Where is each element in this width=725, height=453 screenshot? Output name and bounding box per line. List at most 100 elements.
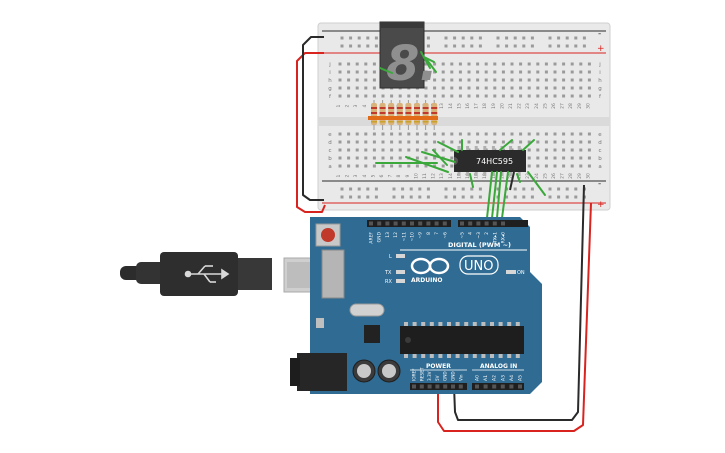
breadboard-hole[interactable] — [544, 94, 548, 98]
breadboard-hole[interactable] — [338, 86, 342, 90]
breadboard-hole[interactable] — [458, 62, 462, 66]
rail-hole[interactable] — [513, 187, 517, 191]
breadboard-hole[interactable] — [364, 156, 368, 160]
breadboard-hole[interactable] — [398, 156, 402, 160]
breadboard-hole[interactable] — [441, 140, 445, 144]
breadboard-hole[interactable] — [433, 94, 437, 98]
breadboard-hole[interactable] — [553, 78, 557, 82]
breadboard-hole[interactable] — [579, 132, 583, 136]
breadboard-hole[interactable] — [450, 156, 454, 160]
breadboard-hole[interactable] — [390, 148, 394, 152]
breadboard-hole[interactable] — [587, 164, 591, 168]
rail-hole[interactable] — [530, 36, 534, 40]
breadboard-hole[interactable] — [536, 94, 540, 98]
rail-hole[interactable] — [340, 36, 344, 40]
breadboard-hole[interactable] — [527, 164, 531, 168]
breadboard-hole[interactable] — [536, 132, 540, 136]
rail-hole[interactable] — [444, 195, 448, 199]
header-pin[interactable] — [393, 221, 398, 226]
header-pin[interactable] — [426, 221, 431, 226]
rail-hole[interactable] — [418, 187, 422, 191]
breadboard-hole[interactable] — [433, 132, 437, 136]
breadboard-hole[interactable] — [536, 156, 540, 160]
breadboard-hole[interactable] — [398, 140, 402, 144]
breadboard-hole[interactable] — [415, 148, 419, 152]
breadboard-hole[interactable] — [562, 94, 566, 98]
rail-hole[interactable] — [470, 44, 474, 48]
breadboard-hole[interactable] — [544, 86, 548, 90]
header-pin[interactable] — [410, 221, 414, 226]
rail-hole[interactable] — [461, 44, 465, 48]
breadboard-hole[interactable] — [553, 148, 557, 152]
breadboard-hole[interactable] — [544, 156, 548, 160]
breadboard-hole[interactable] — [527, 132, 531, 136]
breadboard-hole[interactable] — [347, 86, 351, 90]
header-pin[interactable] — [492, 221, 497, 226]
rail-hole[interactable] — [478, 44, 482, 48]
breadboard-hole[interactable] — [355, 94, 359, 98]
breadboard-hole[interactable] — [501, 78, 505, 82]
rail-hole[interactable] — [392, 187, 396, 191]
breadboard-hole[interactable] — [467, 62, 471, 66]
breadboard-hole[interactable] — [372, 140, 376, 144]
rail-hole[interactable] — [557, 36, 561, 40]
rail-hole[interactable] — [496, 44, 500, 48]
breadboard-hole[interactable] — [381, 132, 385, 136]
breadboard-hole[interactable] — [544, 78, 548, 82]
breadboard-hole[interactable] — [587, 140, 591, 144]
breadboard-hole[interactable] — [562, 62, 566, 66]
rail-hole[interactable] — [340, 44, 344, 48]
breadboard-hole[interactable] — [562, 156, 566, 160]
rail-hole[interactable] — [522, 195, 526, 199]
breadboard-hole[interactable] — [390, 156, 394, 160]
breadboard-hole[interactable] — [347, 132, 351, 136]
breadboard-hole[interactable] — [458, 86, 462, 90]
breadboard-hole[interactable] — [579, 86, 583, 90]
breadboard-hole[interactable] — [390, 132, 394, 136]
breadboard-hole[interactable] — [364, 164, 368, 168]
breadboard-hole[interactable] — [476, 78, 480, 82]
reset-button[interactable] — [321, 228, 335, 242]
breadboard-hole[interactable] — [415, 164, 419, 168]
breadboard-hole[interactable] — [536, 148, 540, 152]
breadboard-hole[interactable] — [433, 78, 437, 82]
breadboard-hole[interactable] — [433, 62, 437, 66]
breadboard-hole[interactable] — [347, 78, 351, 82]
header-pin[interactable] — [460, 221, 464, 226]
breadboard-hole[interactable] — [433, 140, 437, 144]
breadboard-hole[interactable] — [338, 78, 342, 82]
breadboard-hole[interactable] — [364, 86, 368, 90]
header-pin[interactable] — [451, 384, 455, 389]
breadboard-hole[interactable] — [424, 140, 428, 144]
breadboard-hole[interactable] — [484, 62, 488, 66]
rail-hole[interactable] — [340, 195, 344, 199]
rail-hole[interactable] — [565, 36, 569, 40]
breadboard-hole[interactable] — [372, 148, 376, 152]
breadboard-hole[interactable] — [355, 156, 359, 160]
breadboard-hole[interactable] — [579, 156, 583, 160]
breadboard-hole[interactable] — [450, 70, 454, 74]
breadboard-hole[interactable] — [587, 94, 591, 98]
breadboard-hole[interactable] — [493, 94, 497, 98]
breadboard-hole[interactable] — [458, 132, 462, 136]
breadboard-hole[interactable] — [519, 70, 523, 74]
rail-hole[interactable] — [461, 195, 465, 199]
breadboard-hole[interactable] — [364, 78, 368, 82]
rail-hole[interactable] — [374, 187, 378, 191]
header-pin[interactable] — [509, 384, 514, 389]
breadboard-hole[interactable] — [381, 164, 385, 168]
breadboard-hole[interactable] — [493, 140, 497, 144]
rail-hole[interactable] — [349, 187, 353, 191]
breadboard-hole[interactable] — [381, 148, 385, 152]
breadboard-hole[interactable] — [364, 132, 368, 136]
rail-hole[interactable] — [409, 195, 413, 199]
breadboard-hole[interactable] — [364, 148, 368, 152]
rail-hole[interactable] — [557, 187, 561, 191]
header-pin[interactable] — [468, 221, 473, 226]
breadboard-hole[interactable] — [398, 132, 402, 136]
breadboard-hole[interactable] — [570, 86, 574, 90]
breadboard-hole[interactable] — [570, 164, 574, 168]
rail-hole[interactable] — [392, 195, 396, 199]
breadboard-hole[interactable] — [536, 164, 540, 168]
